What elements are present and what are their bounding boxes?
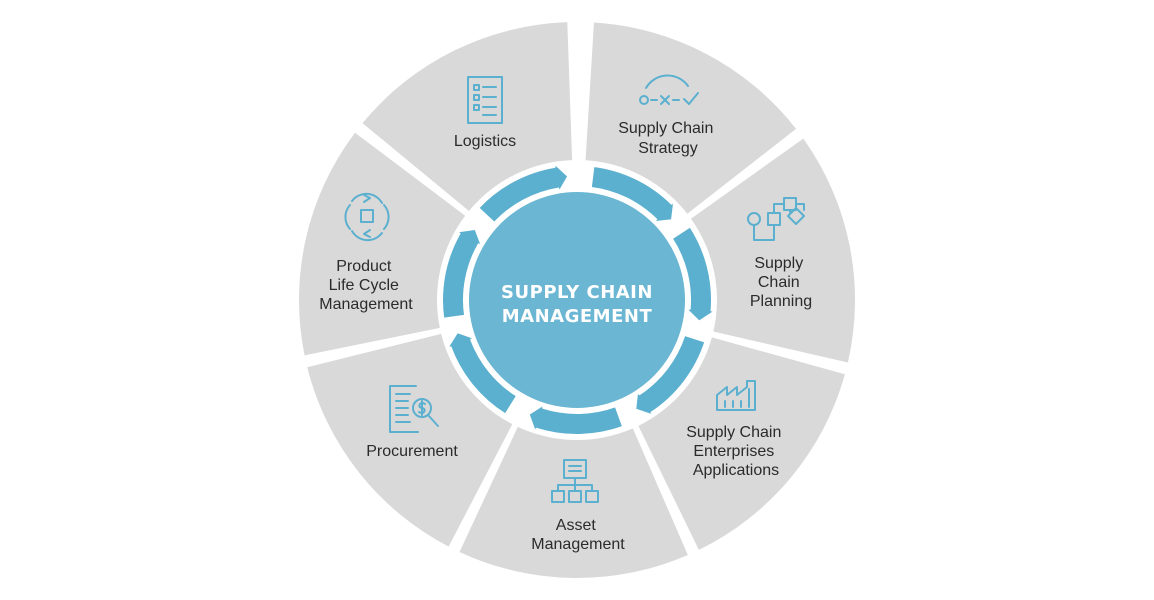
segment-label-logistics: Logistics	[454, 133, 516, 150]
segment-strategy	[585, 22, 797, 214]
factory-icon	[716, 380, 756, 411]
checklist-icon	[467, 76, 503, 124]
center-title-line1: SUPPLY CHAIN	[501, 282, 653, 303]
cycle-arrow-5	[445, 331, 519, 416]
center-title-line2: MANAGEMENT	[502, 306, 653, 327]
path-check-icon	[639, 74, 699, 105]
segment-label-asset: Asset Management	[531, 517, 625, 553]
hierarchy-icon	[551, 459, 599, 503]
segment-label-procurement: Procurement	[366, 443, 458, 460]
cycle-arrow-7	[477, 161, 570, 224]
segment-label-strategy: Supply Chain Strategy	[618, 120, 718, 157]
cycle-arrow-6	[441, 227, 484, 320]
segment-plm	[299, 132, 466, 356]
segment-procurement	[307, 333, 513, 547]
segment-label-plm: Product Life Cycle Management	[319, 258, 413, 313]
cycle-square-icon	[344, 192, 390, 242]
segment-enterprise	[638, 337, 845, 550]
cycle-arrow-4	[527, 402, 625, 436]
center-circle	[469, 192, 685, 408]
cycle-arrow-2	[670, 225, 717, 323]
segment-label-planning: Supply Chain Planning	[750, 255, 812, 310]
flowchart-icon	[747, 197, 805, 241]
cycle-ring	[441, 161, 717, 436]
segment-planning	[690, 138, 855, 363]
cycle-arrow-3	[634, 333, 707, 417]
document-dollar-icon	[389, 385, 439, 433]
cycle-arrow-1	[589, 165, 676, 224]
segment-label-enterprise: Supply Chain Enterprises Applications	[686, 424, 786, 479]
